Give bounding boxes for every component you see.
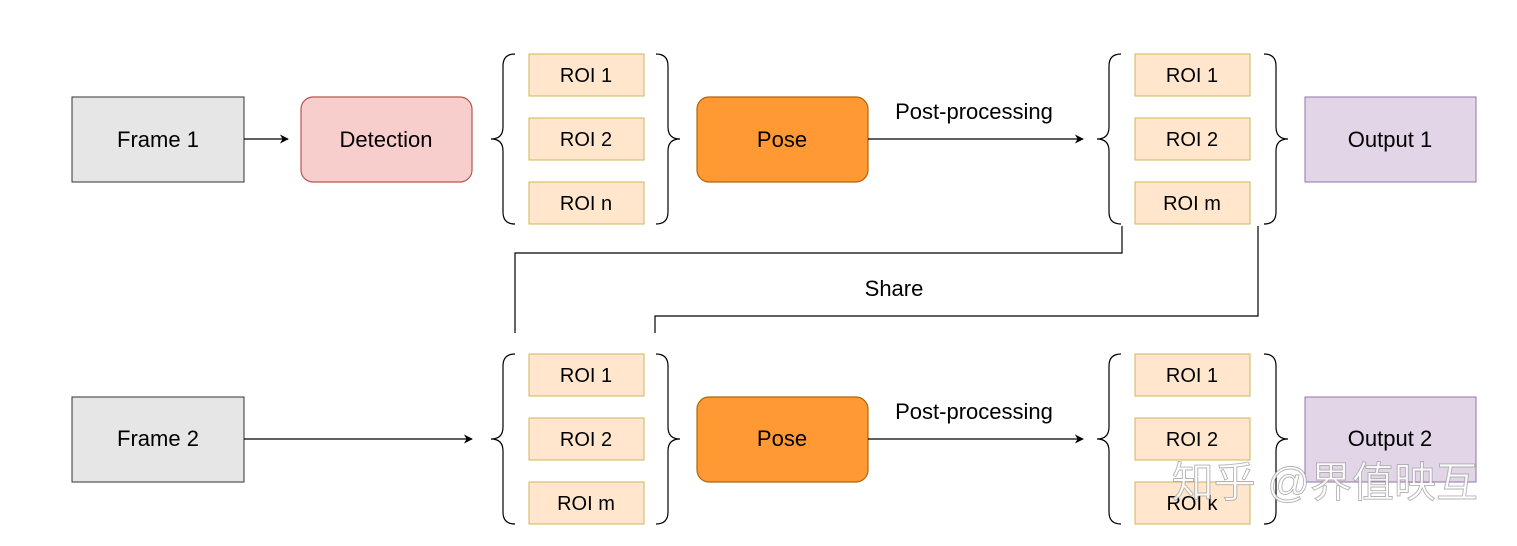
- brace-left-roi-in-1: [490, 53, 516, 225]
- roi-out-2-2: ROI 2: [1134, 417, 1251, 461]
- roi-in-1-1-label: ROI 1: [560, 65, 612, 87]
- roi-in-2-2: ROI 2: [528, 417, 645, 461]
- brace-left-roi-out-2: [1096, 353, 1122, 525]
- share-line-inner: [654, 226, 1259, 333]
- row-2: Frame 2 ROI 1 ROI 2 ROI m Pose Post-proc…: [71, 353, 1477, 525]
- output-2-node: Output 2: [1304, 396, 1477, 483]
- roi-out-1-2-label: ROI 2: [1166, 129, 1218, 151]
- frame-2-node: Frame 2: [71, 396, 245, 483]
- roi-in-1-n-label: ROI n: [560, 193, 612, 215]
- detection-node: Detection: [300, 96, 473, 183]
- frame-1-label: Frame 1: [117, 127, 199, 152]
- roi-out-2-k-label: ROI k: [1166, 493, 1218, 515]
- output-1-node: Output 1: [1304, 96, 1477, 183]
- row-1: Frame 1 Detection ROI 1 ROI 2 ROI n: [71, 53, 1477, 225]
- roi-in-1-2-label: ROI 2: [560, 129, 612, 151]
- roi-out-2-1: ROI 1: [1134, 353, 1251, 397]
- share-line-outer: [514, 226, 1123, 333]
- brace-right-roi-in-1: [655, 53, 681, 225]
- roi-out-1-1: ROI 1: [1134, 53, 1251, 97]
- pose-1-label: Pose: [757, 127, 807, 152]
- share-label: Share: [865, 276, 924, 301]
- brace-right-roi-in-2: [655, 353, 681, 525]
- roi-out-2-k: ROI k: [1134, 481, 1251, 525]
- pose-node-1: Pose: [696, 96, 869, 183]
- roi-out-1-1-label: ROI 1: [1166, 65, 1218, 87]
- roi-in-2-m-label: ROI m: [557, 493, 615, 515]
- roi-out-1-2: ROI 2: [1134, 117, 1251, 161]
- roi-out-2-1-label: ROI 1: [1166, 365, 1218, 387]
- share-connector: Share: [514, 226, 1259, 333]
- brace-right-roi-out-2: [1263, 353, 1289, 525]
- roi-out-1-m-label: ROI m: [1163, 193, 1221, 215]
- pose-2-label: Pose: [757, 426, 807, 451]
- roi-in-1-n: ROI n: [528, 181, 645, 225]
- roi-in-2-1: ROI 1: [528, 353, 645, 397]
- frame-2-label: Frame 2: [117, 426, 199, 451]
- roi-in-2-m: ROI m: [528, 481, 645, 525]
- brace-right-roi-out-1: [1263, 53, 1289, 225]
- detection-label: Detection: [340, 127, 433, 152]
- post-processing-1-label: Post-processing: [895, 99, 1053, 124]
- roi-in-2-2-label: ROI 2: [560, 429, 612, 451]
- output-2-label: Output 2: [1348, 426, 1432, 451]
- roi-in-2-1-label: ROI 1: [560, 365, 612, 387]
- output-1-label: Output 1: [1348, 127, 1432, 152]
- post-processing-2-label: Post-processing: [895, 399, 1053, 424]
- roi-out-1-m: ROI m: [1134, 181, 1251, 225]
- roi-in-1-1: ROI 1: [528, 53, 645, 97]
- frame-1-node: Frame 1: [71, 96, 245, 183]
- roi-out-2-2-label: ROI 2: [1166, 429, 1218, 451]
- roi-in-1-2: ROI 2: [528, 117, 645, 161]
- watermark: 知乎 @界值映互: [1172, 459, 1478, 506]
- brace-left-roi-in-2: [490, 353, 516, 525]
- brace-left-roi-out-1: [1096, 53, 1122, 225]
- pose-node-2: Pose: [696, 396, 869, 483]
